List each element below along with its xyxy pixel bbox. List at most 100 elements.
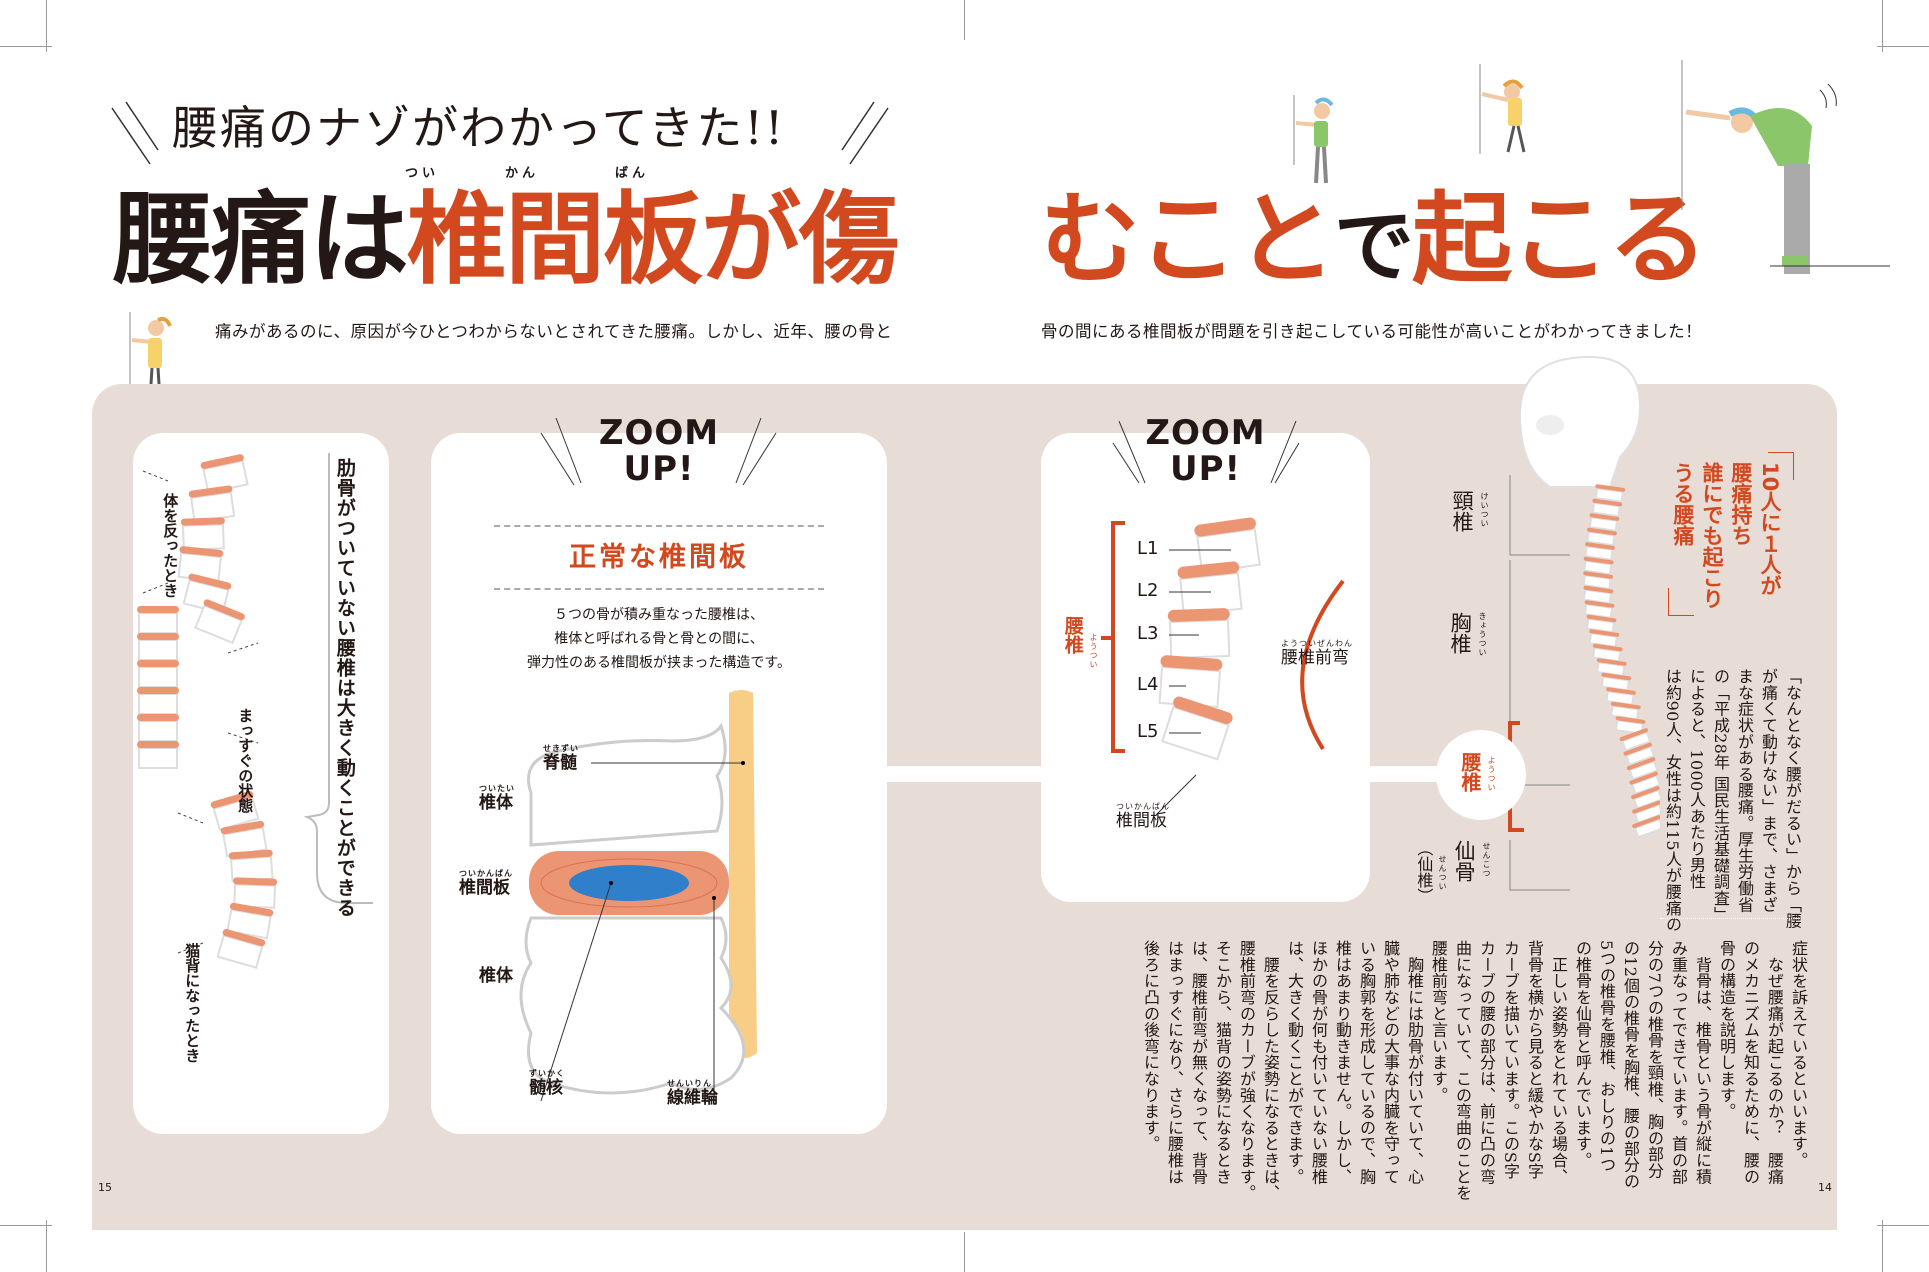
- disc-shape: [1583, 556, 1614, 565]
- vertebra-shape: [1586, 527, 1617, 547]
- vertebra-shape: [1596, 658, 1627, 677]
- disc-shape: [228, 849, 273, 860]
- disc-shape: [1629, 771, 1658, 785]
- vertebra-shape: [177, 546, 224, 583]
- lumbar-spine-illustration: [1101, 517, 1345, 816]
- body-text-column: 5つの椎骨を腰椎、おしりの1つ: [1597, 940, 1616, 1173]
- disc-shape: [200, 454, 244, 469]
- lumbar-highlight-circle: [1436, 730, 1526, 820]
- body-text-column: 「なんとなく腰がだるい」から「腰: [1783, 668, 1802, 929]
- vertebra-shape: [1594, 484, 1626, 503]
- disc-shape: [137, 741, 179, 748]
- disc-shape: [1589, 513, 1620, 521]
- label-spinal-cord: せきずい脊髄: [543, 744, 579, 774]
- posture-label-straight: まっすぐの状態: [236, 708, 255, 813]
- vertebra-shape: [1161, 696, 1233, 761]
- ruby: せんこつ: [1482, 842, 1491, 878]
- disc-shape: [1583, 585, 1614, 594]
- vertebra-shape: [1626, 757, 1659, 781]
- page-number-left: 15: [98, 1181, 112, 1194]
- vertebra-shape: [1605, 687, 1636, 706]
- headline-black: で: [1334, 200, 1414, 293]
- vertebra-shape: [1591, 498, 1623, 518]
- disc-shape: [1584, 600, 1615, 608]
- vertebra-shape: [1623, 742, 1656, 767]
- vertebra-shape: [1582, 571, 1613, 590]
- body-text-column: のメカニズムを知るために、腰の: [1741, 940, 1760, 1185]
- disc-shape: [1587, 527, 1617, 536]
- vertebral-body-lower: [519, 916, 746, 1095]
- disc-shape: [233, 877, 278, 886]
- disc-shape: [188, 485, 233, 498]
- vertebra-shape: [1582, 556, 1614, 576]
- ruby: ようついぜんわん: [1281, 639, 1353, 648]
- body-text-column: ほかの骨が何も付いていない腰椎: [1309, 940, 1328, 1185]
- body-text-column: カーブを描いています。このS字: [1501, 940, 1520, 1180]
- description-line: 椎体と呼ばれる骨と骨との間に、: [554, 631, 764, 647]
- crop-mark: [1877, 46, 1929, 47]
- crop-mark: [964, 1232, 965, 1272]
- body-text-upper: 「なんとなく腰がだるい」から「腰が痛くて動けない」まで、さまざまな症状がある腰痛…: [1660, 668, 1804, 932]
- disc-shape: [1595, 484, 1626, 492]
- label-vertebral-body-upper: ついたい椎体: [479, 784, 515, 814]
- headline-orange: 起こる: [1412, 181, 1708, 298]
- callout-line: 腰痛持ち: [1729, 462, 1753, 546]
- disc-shape: [1623, 742, 1652, 756]
- kicker-title: 腰痛のナゾがわかってきた!!: [172, 101, 786, 155]
- vertebra-shape: [1583, 600, 1615, 619]
- label-text: 腰椎前弯: [1281, 648, 1349, 668]
- crop-mark: [0, 46, 52, 47]
- vertebra-shape: [194, 599, 245, 645]
- disc-shape: [1592, 498, 1623, 507]
- crop-mark: [964, 0, 965, 40]
- disc-shape: [1167, 608, 1230, 622]
- vertebra-shape: [226, 902, 274, 940]
- vertebra-shape: [1614, 716, 1646, 735]
- body-text-column: 腰を反らした姿勢になるときは、: [1261, 940, 1280, 1201]
- label-text: 線維輪: [667, 1088, 718, 1108]
- vertebra-shape: [1167, 608, 1231, 660]
- body-text-column: そこから、猫背の姿勢になるとき: [1213, 940, 1232, 1185]
- disc-shape: [188, 573, 232, 590]
- disc-shape: [1632, 815, 1660, 829]
- vertebra-shape: [137, 714, 179, 742]
- headline-orange: むこと: [1040, 181, 1336, 298]
- vertebra-shape: [1592, 643, 1623, 663]
- posture-heading: 肋骨がついていない腰椎は大きく動くことができる: [333, 458, 356, 918]
- body-text-column: 症状を訴えているといいます。: [1789, 940, 1808, 1169]
- vertebra-shape: [228, 849, 274, 883]
- body-text-column: なぜ腰痛が起こるのか？ 腰痛: [1765, 940, 1784, 1185]
- disc-shape: [137, 687, 179, 694]
- vertebra-shape: [137, 660, 179, 688]
- vertebra-shape: [1588, 629, 1620, 648]
- body-text-column: の12個の椎骨を胸椎、腰の部分の: [1621, 940, 1640, 1190]
- zoom-lines: [1112, 421, 1300, 484]
- callout-bracket-close: [1668, 588, 1694, 616]
- vertebra-shape: [1584, 542, 1615, 561]
- disc-shape: [1601, 672, 1632, 681]
- vertebra-shape: [1600, 672, 1632, 692]
- sacrum-label: 仙骨: [1452, 840, 1477, 882]
- label-text: 髄核: [529, 1078, 563, 1098]
- disc-shape: [1606, 687, 1636, 695]
- ruby: ようつい: [1089, 633, 1098, 669]
- ruby: けいつい: [1480, 492, 1489, 528]
- vertebral-body-upper: [527, 722, 727, 847]
- disc-shape: [137, 633, 179, 640]
- ruby: せきずい: [543, 744, 579, 753]
- disc-shape: [220, 820, 265, 835]
- crop-mark: [46, 1220, 47, 1272]
- emphasis-lines-left: [111, 101, 159, 165]
- body-text-lower: 症状を訴えているといいます。 なぜ腰痛が起こるのか？ 腰痛のメカニズムを知るため…: [1138, 940, 1810, 1220]
- ruby: ついたい: [479, 784, 515, 793]
- disc-shape: [1586, 614, 1617, 623]
- spinal-cord-shape: [729, 690, 757, 1058]
- thoracic-label: 胸椎: [1448, 612, 1473, 654]
- vertebra-shape: [1194, 517, 1261, 574]
- cervical-label: 頸椎: [1450, 490, 1475, 532]
- body-text-column: 後ろに凸の後弯になります。: [1141, 940, 1160, 1152]
- body-text-column: 腰椎前弯と言います。: [1429, 940, 1448, 1103]
- vertebra-shape: [233, 877, 278, 909]
- vertebra-shape: [1610, 701, 1641, 721]
